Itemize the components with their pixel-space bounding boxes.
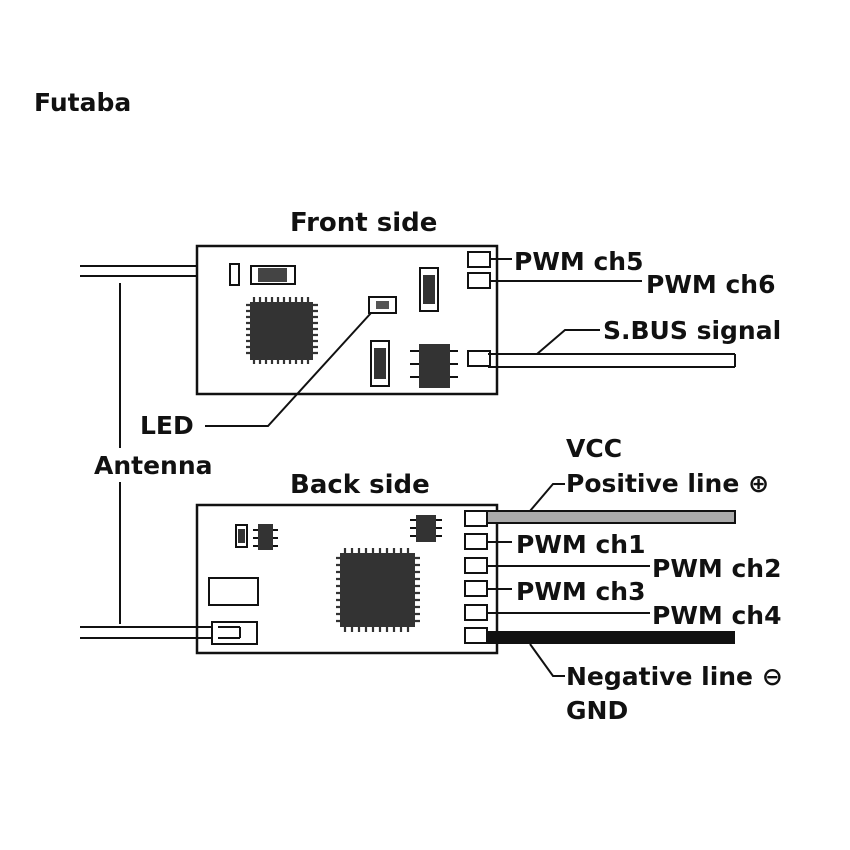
back-small-chip [253, 524, 278, 550]
pad-pwm5 [467, 251, 491, 268]
label-pwm-ch6: PWM ch6 [646, 270, 776, 299]
label-antenna: Antenna [94, 451, 213, 480]
pad-pwm4 [464, 604, 488, 621]
pad-pwm6 [467, 272, 491, 289]
label-sbus-signal: S.BUS signal [603, 316, 781, 345]
back-leader-lines [487, 483, 650, 677]
label-pwm-ch5: PWM ch5 [514, 247, 644, 276]
pad-pwm3 [464, 580, 488, 597]
pad-sbus [467, 350, 491, 367]
back-top-chip [410, 515, 442, 542]
front-leader-lines [205, 258, 642, 427]
label-negative-line: Negative line ⊖ [566, 662, 783, 691]
pad-pwm1 [464, 533, 488, 550]
antenna-connector [211, 621, 258, 645]
front-pcb-outline [195, 244, 499, 396]
label-vcc: VCC [566, 434, 622, 463]
pad-pwm2 [464, 557, 488, 574]
label-pwm-ch4: PWM ch4 [652, 601, 782, 630]
back-crystal [208, 577, 259, 606]
front-board [80, 244, 736, 396]
negative-wire [487, 631, 735, 644]
label-pwm-ch3: PWM ch3 [516, 577, 646, 606]
front-regulator-chip [410, 344, 458, 388]
front-resistor [229, 263, 240, 286]
front-side-title: Front side [290, 208, 437, 238]
label-pwm-ch2: PWM ch2 [652, 554, 782, 583]
positive-wire [486, 510, 736, 524]
back-side-title: Back side [290, 470, 430, 500]
back-main-chip [336, 548, 420, 632]
futaba-logo: Futaba [34, 88, 131, 117]
pad-vcc [464, 510, 488, 527]
back-board [80, 503, 736, 655]
label-gnd: GND [566, 696, 628, 725]
pad-gnd [464, 627, 488, 644]
front-mcu-chip [246, 297, 318, 364]
label-pwm-ch1: PWM ch1 [516, 530, 646, 559]
label-positive-line: Positive line ⊕ [566, 469, 769, 498]
label-led: LED [140, 411, 194, 440]
